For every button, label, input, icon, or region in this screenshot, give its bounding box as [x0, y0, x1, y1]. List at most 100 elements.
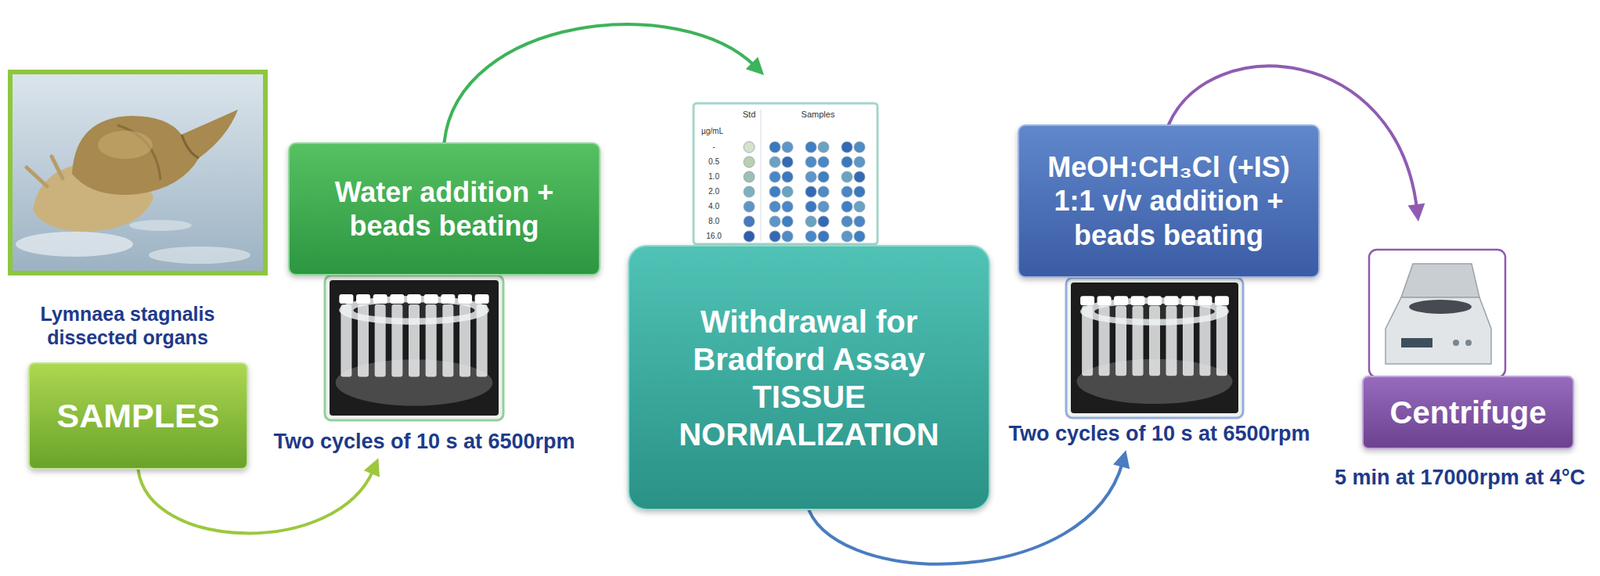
centrifuge-body	[1385, 297, 1492, 364]
plate-well	[841, 201, 853, 213]
photo-frame	[7, 69, 268, 276]
plate-well	[818, 216, 829, 228]
plate-well	[818, 171, 829, 183]
plate-well	[743, 216, 755, 228]
step-note: 5 min at 17000rpm at 4°C	[1334, 464, 1586, 491]
plate-well	[818, 141, 829, 153]
plate-row-label: 16.0	[706, 231, 721, 242]
plate-well	[743, 171, 755, 183]
sample-tube	[1149, 306, 1161, 377]
plate-well	[769, 186, 781, 198]
tube-cap	[1147, 295, 1162, 306]
centrifuge-knob	[1465, 339, 1472, 346]
photo-ground	[329, 280, 499, 416]
centrifuge-rotor	[1409, 299, 1472, 314]
sample-tube	[1199, 306, 1211, 377]
plate-well	[805, 201, 817, 213]
plate-well	[743, 201, 755, 213]
process-box: Withdrawal for Bradford Assay TISSUE NOR…	[627, 245, 991, 511]
sample-tube	[459, 304, 471, 378]
centrifuge-photo	[1369, 249, 1506, 378]
shell-highlight	[97, 130, 153, 159]
tube-cap	[475, 294, 490, 304]
plate-well	[781, 201, 793, 213]
sample-tube	[357, 304, 369, 378]
plate-well	[818, 230, 829, 242]
water-shine	[15, 231, 134, 257]
snail-photo	[7, 69, 268, 276]
plate-well	[769, 230, 781, 242]
photo-frame	[1066, 277, 1244, 419]
plate-well	[769, 156, 781, 168]
plate-well	[781, 141, 793, 153]
plate-well	[769, 141, 781, 153]
tube-cap	[1181, 295, 1196, 306]
node-text: Centrifuge	[1390, 393, 1547, 432]
water-shine	[129, 219, 192, 231]
tube-cap	[1113, 295, 1128, 306]
node-text: Withdrawal for Bradford Assay TISSUE NOR…	[655, 302, 963, 454]
plate-divider	[760, 109, 762, 242]
node-text: Water addition + beads beating	[303, 175, 586, 243]
tube-cap	[1214, 295, 1229, 306]
plate-well	[805, 171, 817, 183]
centrifuge-knob	[1452, 339, 1460, 346]
plate-well	[781, 216, 793, 228]
plate-well	[818, 186, 829, 198]
plate-well	[781, 156, 793, 168]
plate-well	[854, 201, 865, 213]
plate-well	[854, 216, 865, 228]
photo-caption: Lymnaea stagnalis dissected organs	[21, 302, 234, 350]
plate-well	[769, 171, 781, 183]
water-shine	[148, 246, 251, 264]
sample-tube	[340, 304, 352, 378]
sample-tube	[391, 304, 403, 378]
bead-beater	[324, 275, 504, 421]
sample-tube	[1115, 306, 1127, 377]
photo-ground	[12, 74, 264, 271]
plate-well	[743, 156, 755, 168]
plate-wells	[743, 141, 865, 242]
plate-well	[769, 216, 781, 228]
plate-well	[781, 186, 793, 198]
tube-cap	[1163, 295, 1179, 306]
arrow-head	[363, 457, 380, 478]
plate-row-label: 4.0	[708, 201, 720, 212]
plate-well	[769, 201, 781, 213]
sample-tube	[442, 304, 454, 378]
plate-well	[854, 186, 865, 198]
sample-tube	[1165, 306, 1177, 377]
plate-row-label: 8.0	[708, 216, 720, 227]
tube-cap	[373, 294, 388, 304]
plate-header: Samples	[801, 109, 836, 120]
plate-well	[841, 230, 853, 242]
sample-tube	[476, 304, 488, 378]
plate-well	[805, 141, 817, 153]
snail-tentacle	[51, 156, 63, 179]
plate-row-label: 1.0	[708, 172, 720, 182]
plate-well	[743, 141, 755, 153]
plate-row-label: -	[712, 142, 715, 152]
plate-frame	[693, 103, 878, 245]
plate-well	[818, 156, 829, 168]
plate-well	[805, 230, 817, 242]
plate-well	[854, 156, 865, 168]
plate-well	[841, 186, 853, 198]
arrow-head	[745, 57, 764, 76]
plate-well	[841, 156, 853, 168]
photo-ground	[1070, 282, 1239, 414]
plate-well	[818, 201, 829, 213]
step-note: Two cycles of 10 s at 6500rpm	[273, 428, 575, 455]
photo-frame	[1369, 249, 1506, 378]
tube-cap	[424, 294, 439, 304]
plate-unit: µg/mL	[701, 126, 724, 137]
plate-well	[781, 171, 793, 183]
tube-cap	[440, 294, 455, 304]
plate-well	[854, 141, 865, 153]
plate-well	[854, 171, 865, 183]
tube-cap	[338, 294, 354, 304]
plate-well	[781, 230, 793, 242]
